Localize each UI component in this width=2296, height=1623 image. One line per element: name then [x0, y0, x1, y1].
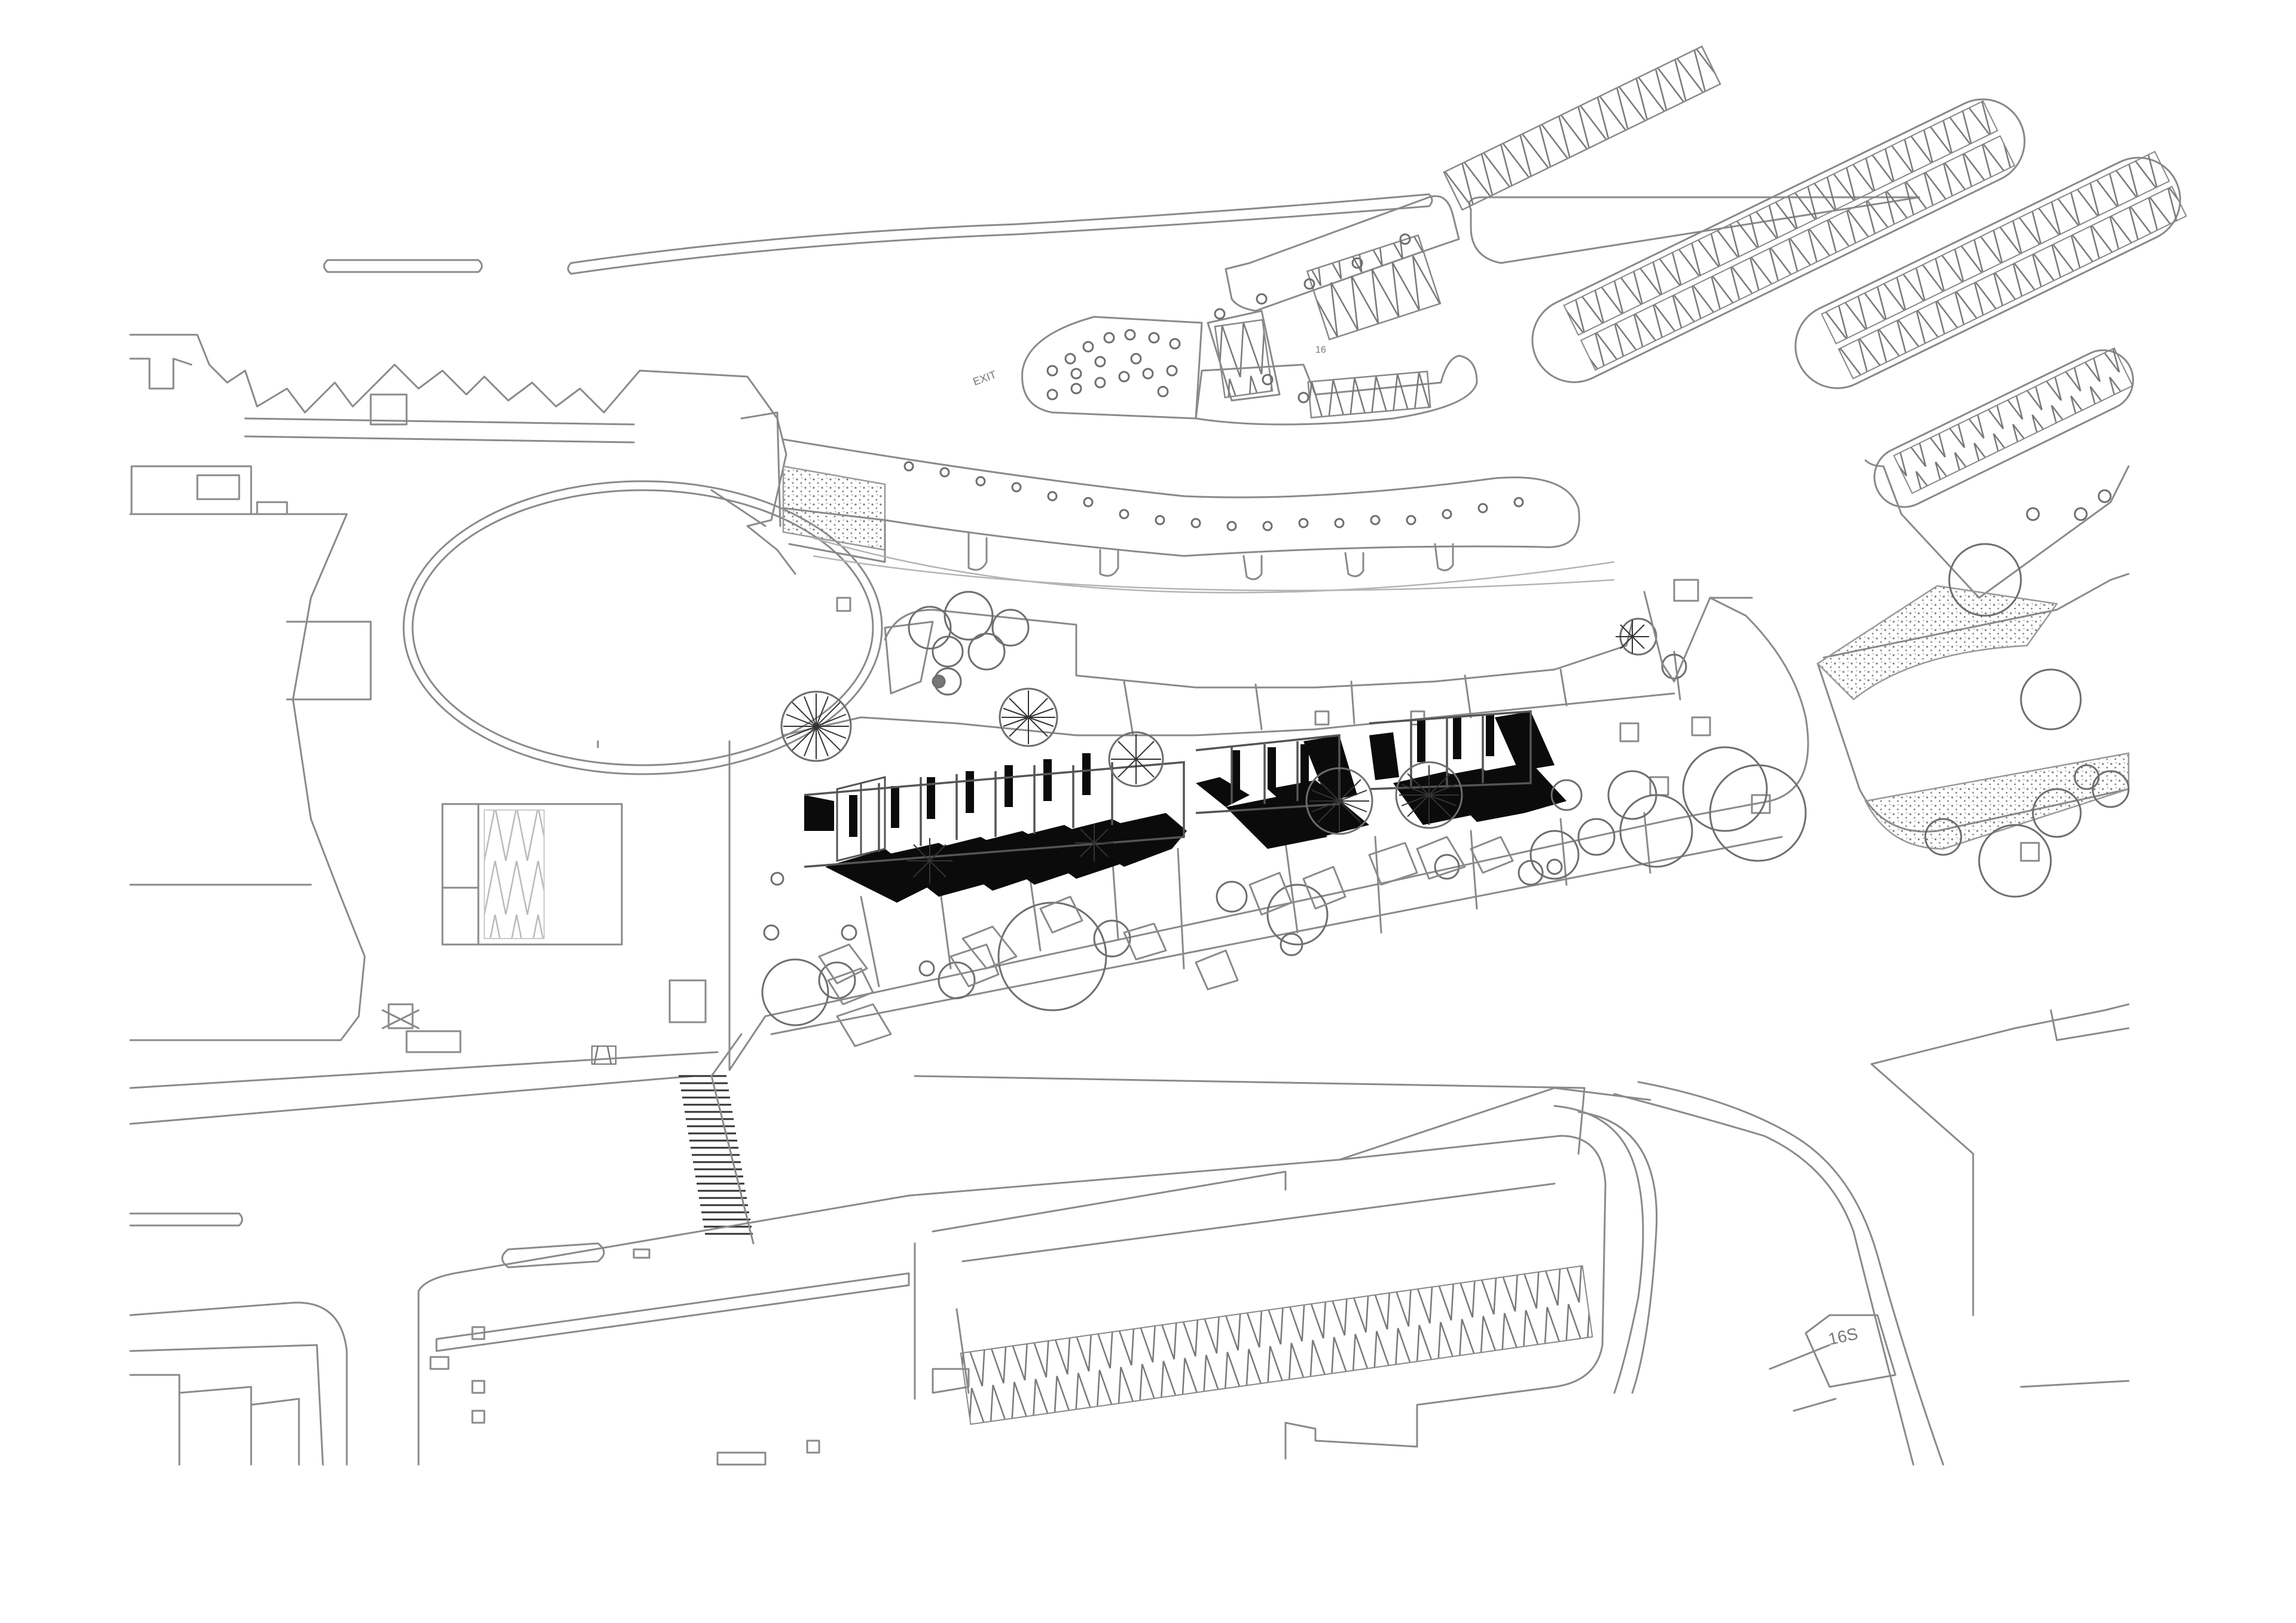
planters: [818, 836, 1514, 1047]
parking-island: EXIT: [972, 316, 1203, 420]
crosswalk: [679, 1075, 753, 1235]
central-site: [597, 579, 1809, 1071]
planted-strip: [782, 465, 886, 551]
central-road: [782, 438, 1615, 594]
exit-label: EXIT: [972, 368, 998, 387]
parking-number-label: 16: [1315, 345, 1326, 355]
island-trees: [1046, 329, 1181, 401]
lower-left-buildings: [129, 1301, 348, 1466]
street-number-label: 16S: [1827, 1324, 1860, 1349]
diagonal-parking-rows: [1443, 45, 2187, 508]
upper-parking: 16: [1195, 195, 1478, 426]
feature-trees: [783, 620, 1649, 884]
right-side-buildings: 16S: [1769, 459, 2130, 1412]
top-road-curbs: [323, 193, 1433, 275]
left-building-complex: [129, 334, 883, 1125]
right-top-path: [1643, 591, 1753, 683]
main-street: [129, 1033, 1944, 1466]
lower-block: [417, 1135, 1607, 1466]
housing-blocks: [804, 710, 1567, 903]
site-trees: [761, 591, 1807, 1026]
